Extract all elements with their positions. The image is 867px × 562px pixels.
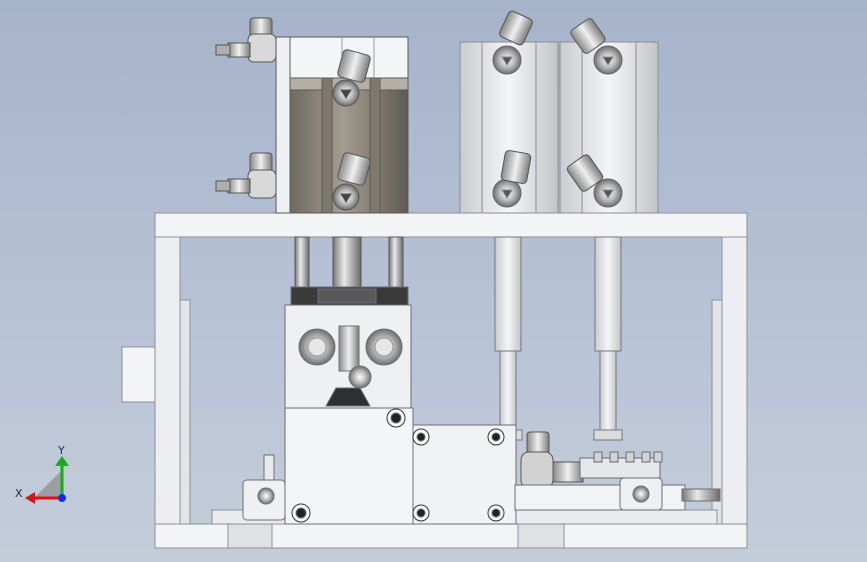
- left-base-bracket: [242, 454, 286, 521]
- lower-block: [284, 407, 414, 525]
- elbow-fitting: [215, 17, 277, 199]
- x-axis-label: X: [15, 487, 23, 500]
- guide-rod-left: [294, 236, 310, 288]
- base-foot-right: [517, 523, 565, 549]
- y-axis-label: Y: [57, 444, 65, 457]
- frame-right-post: [721, 236, 748, 549]
- side-bracket: [121, 346, 156, 403]
- coordinate-triad: Y X: [15, 444, 69, 504]
- slide-assembly: [514, 451, 721, 511]
- frame-inner-plate-left: [179, 299, 191, 525]
- frame-left-post: [154, 236, 181, 549]
- triad-plane: [34, 470, 62, 498]
- z-axis-dot: [58, 494, 66, 502]
- frame-top-bar: [154, 212, 748, 238]
- cross-plate: [412, 424, 517, 525]
- guide-rod-right: [388, 236, 404, 288]
- push-in-fitting: [332, 49, 371, 211]
- piston-rod: [332, 236, 362, 288]
- guide-rods: [294, 236, 404, 288]
- base-foot-left: [227, 523, 273, 549]
- clamp-jaw: [325, 387, 371, 407]
- side-elbow-fitting: [520, 431, 584, 489]
- clamp-head: [284, 286, 414, 525]
- right-rods: [493, 236, 623, 441]
- right-cylinders: [459, 10, 659, 214]
